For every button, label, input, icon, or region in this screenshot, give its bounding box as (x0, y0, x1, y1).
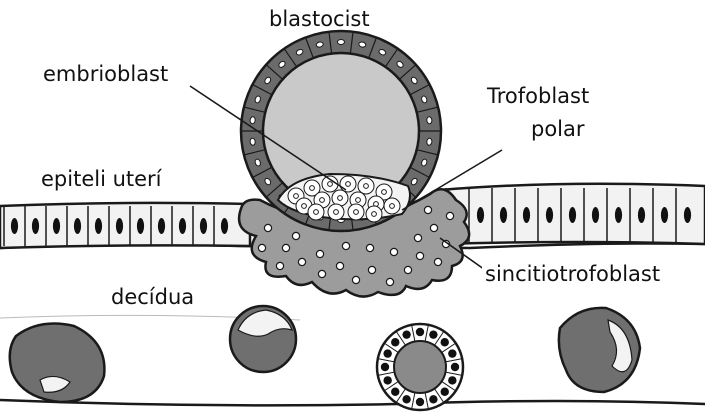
epithelial-nucleus (221, 218, 228, 234)
syncytium-nucleus (342, 242, 349, 249)
epithelial-nucleus (500, 207, 507, 223)
gland-nucleus (402, 330, 410, 338)
embryoblast-nucleus (328, 182, 333, 187)
embryoblast-nucleus (382, 190, 387, 195)
label-sincitiotrofoblast: sincitiotrofoblast (482, 263, 663, 286)
label-polar: polar (528, 118, 588, 141)
epithelial-nucleus (53, 218, 60, 234)
embryoblast-nucleus (372, 212, 377, 217)
trophoblast-nucleus (426, 138, 432, 146)
embryoblast-nucleus (346, 182, 351, 187)
epithelial-nucleus (32, 218, 39, 234)
syncytium-nucleus (446, 212, 453, 219)
syncytium-nucleus (414, 234, 421, 241)
embryoblast-nucleus (390, 204, 395, 209)
embryoblast-nucleus (356, 198, 361, 203)
epithelial-nucleus (11, 218, 18, 234)
label-decidua: decídua (108, 286, 197, 309)
embryoblast-nucleus (364, 184, 369, 189)
epithelial-nucleus (116, 218, 123, 234)
label-trofoblast: Trofoblast (484, 85, 592, 108)
gland-nucleus (416, 398, 424, 406)
gland-nucleus (383, 349, 391, 357)
epithelial-nucleus (615, 207, 622, 223)
gland-nucleus (391, 338, 399, 346)
syncytium-nucleus (264, 224, 271, 231)
syncytium-nucleus (434, 258, 441, 265)
label-blastocist: blastocist (266, 8, 373, 31)
epithelial-nucleus (638, 207, 645, 223)
gland-nucleus (441, 338, 449, 346)
embryoblast-nucleus (314, 210, 319, 215)
syncytium-nucleus (390, 248, 397, 255)
epithelial-nucleus (74, 218, 81, 234)
syncytium-nucleus (292, 232, 299, 239)
epithelial-nucleus (200, 218, 207, 234)
syncytium-nucleus (276, 262, 283, 269)
syncytium-nucleus (318, 270, 325, 277)
embryoblast-nucleus (294, 194, 299, 199)
epithelial-nucleus (592, 207, 599, 223)
syncytium-nucleus (368, 266, 375, 273)
embryoblast-nucleus (320, 198, 325, 203)
epithelial-nucleus (137, 218, 144, 234)
syncytium-nucleus (258, 244, 265, 251)
syncytium-nucleus (282, 244, 289, 251)
syncytium-nucleus (336, 262, 343, 269)
gland-nucleus (429, 395, 437, 403)
syncytium-nucleus (430, 224, 437, 231)
syncytium-nucleus (366, 244, 373, 251)
epithelial-nucleus (477, 207, 484, 223)
trophoblast-nucleus (250, 116, 256, 124)
decidua-cells (10, 306, 640, 410)
embryoblast-nucleus (354, 210, 359, 215)
epithelial-nucleus (179, 218, 186, 234)
embryoblast-nucleus (334, 210, 339, 215)
gland-nucleus (448, 349, 456, 357)
syncytium-nucleus (316, 250, 323, 257)
embryoblast-nucleus (302, 204, 307, 209)
gland-nucleus (429, 330, 437, 338)
gland-nucleus (441, 388, 449, 396)
trophoblast-nucleus (250, 138, 256, 146)
label-embrioblast: embrioblast (40, 63, 171, 86)
epithelial-nucleus (684, 207, 691, 223)
gland-nucleus (448, 376, 456, 384)
gland-nucleus (416, 328, 424, 336)
gland-nucleus (402, 395, 410, 403)
embryoblast-nucleus (338, 196, 343, 201)
epithelial-nucleus (546, 207, 553, 223)
epithelial-nucleus (95, 218, 102, 234)
syncytium-nucleus (416, 252, 423, 259)
epithelial-nucleus (661, 207, 668, 223)
epithelial-nucleus (569, 207, 576, 223)
label-epiteli-uteri: epiteli uterí (38, 168, 165, 191)
syncytium-nucleus (386, 278, 393, 285)
gland-nucleus (381, 363, 389, 371)
gland-nucleus (451, 363, 459, 371)
trophoblast-nucleus (338, 40, 345, 45)
epithelial-nucleus (158, 218, 165, 234)
syncytium-nucleus (298, 258, 305, 265)
gland-nucleus (383, 376, 391, 384)
syncytium-nucleus (404, 266, 411, 273)
syncytium-nucleus (424, 206, 431, 213)
syncytium-nucleus (352, 276, 359, 283)
blastocyst (241, 31, 441, 231)
trophoblast-nucleus (426, 116, 432, 124)
gland-nucleus (391, 388, 399, 396)
embryoblast-nucleus (310, 186, 315, 191)
epithelial-nucleus (523, 207, 530, 223)
